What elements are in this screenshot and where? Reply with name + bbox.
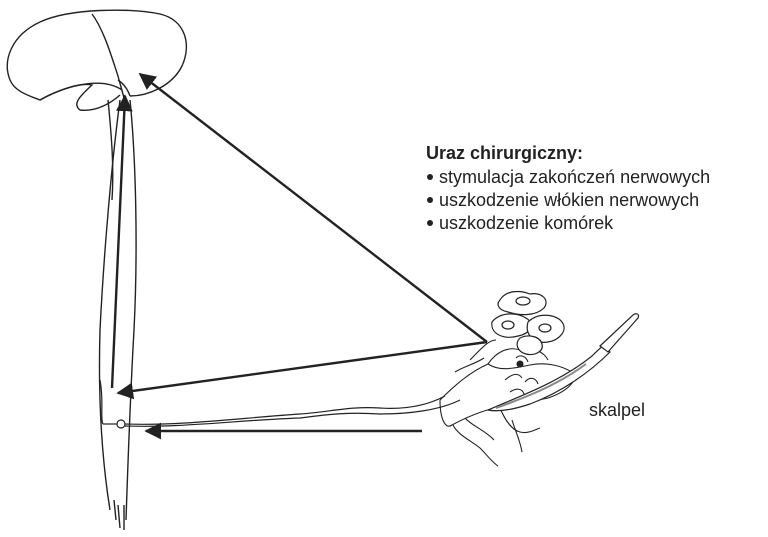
damaged-cells (492, 292, 564, 355)
legend-item: stymulacja zakończeń nerwowych (426, 166, 766, 189)
ascending-pathway-arrow (112, 96, 125, 388)
legend-item: uszkodzenie włókien nerwowych (426, 189, 766, 212)
bullet-icon (427, 197, 433, 203)
bullet-icon (427, 174, 433, 180)
legend-item-label: uszkodzenie komórek (439, 213, 613, 233)
legend-item-label: uszkodzenie włókien nerwowych (439, 190, 699, 210)
legend-item-label: stymulacja zakończeń nerwowych (439, 167, 710, 187)
spinal-cord (99, 95, 136, 530)
scalpel-label: skalpel (589, 400, 645, 421)
surgical-trauma-legend: Uraz chirurgiczny: stymulacja zakończeń … (426, 143, 766, 235)
brain-outline (7, 10, 186, 110)
arrow-to-spinal-cord (118, 342, 487, 393)
legend-list: stymulacja zakończeń nerwowych uszkodzen… (426, 166, 766, 235)
legend-item: uszkodzenie komórek (426, 212, 766, 235)
legend-title: Uraz chirurgiczny: (426, 143, 766, 163)
bullet-icon (427, 220, 433, 226)
